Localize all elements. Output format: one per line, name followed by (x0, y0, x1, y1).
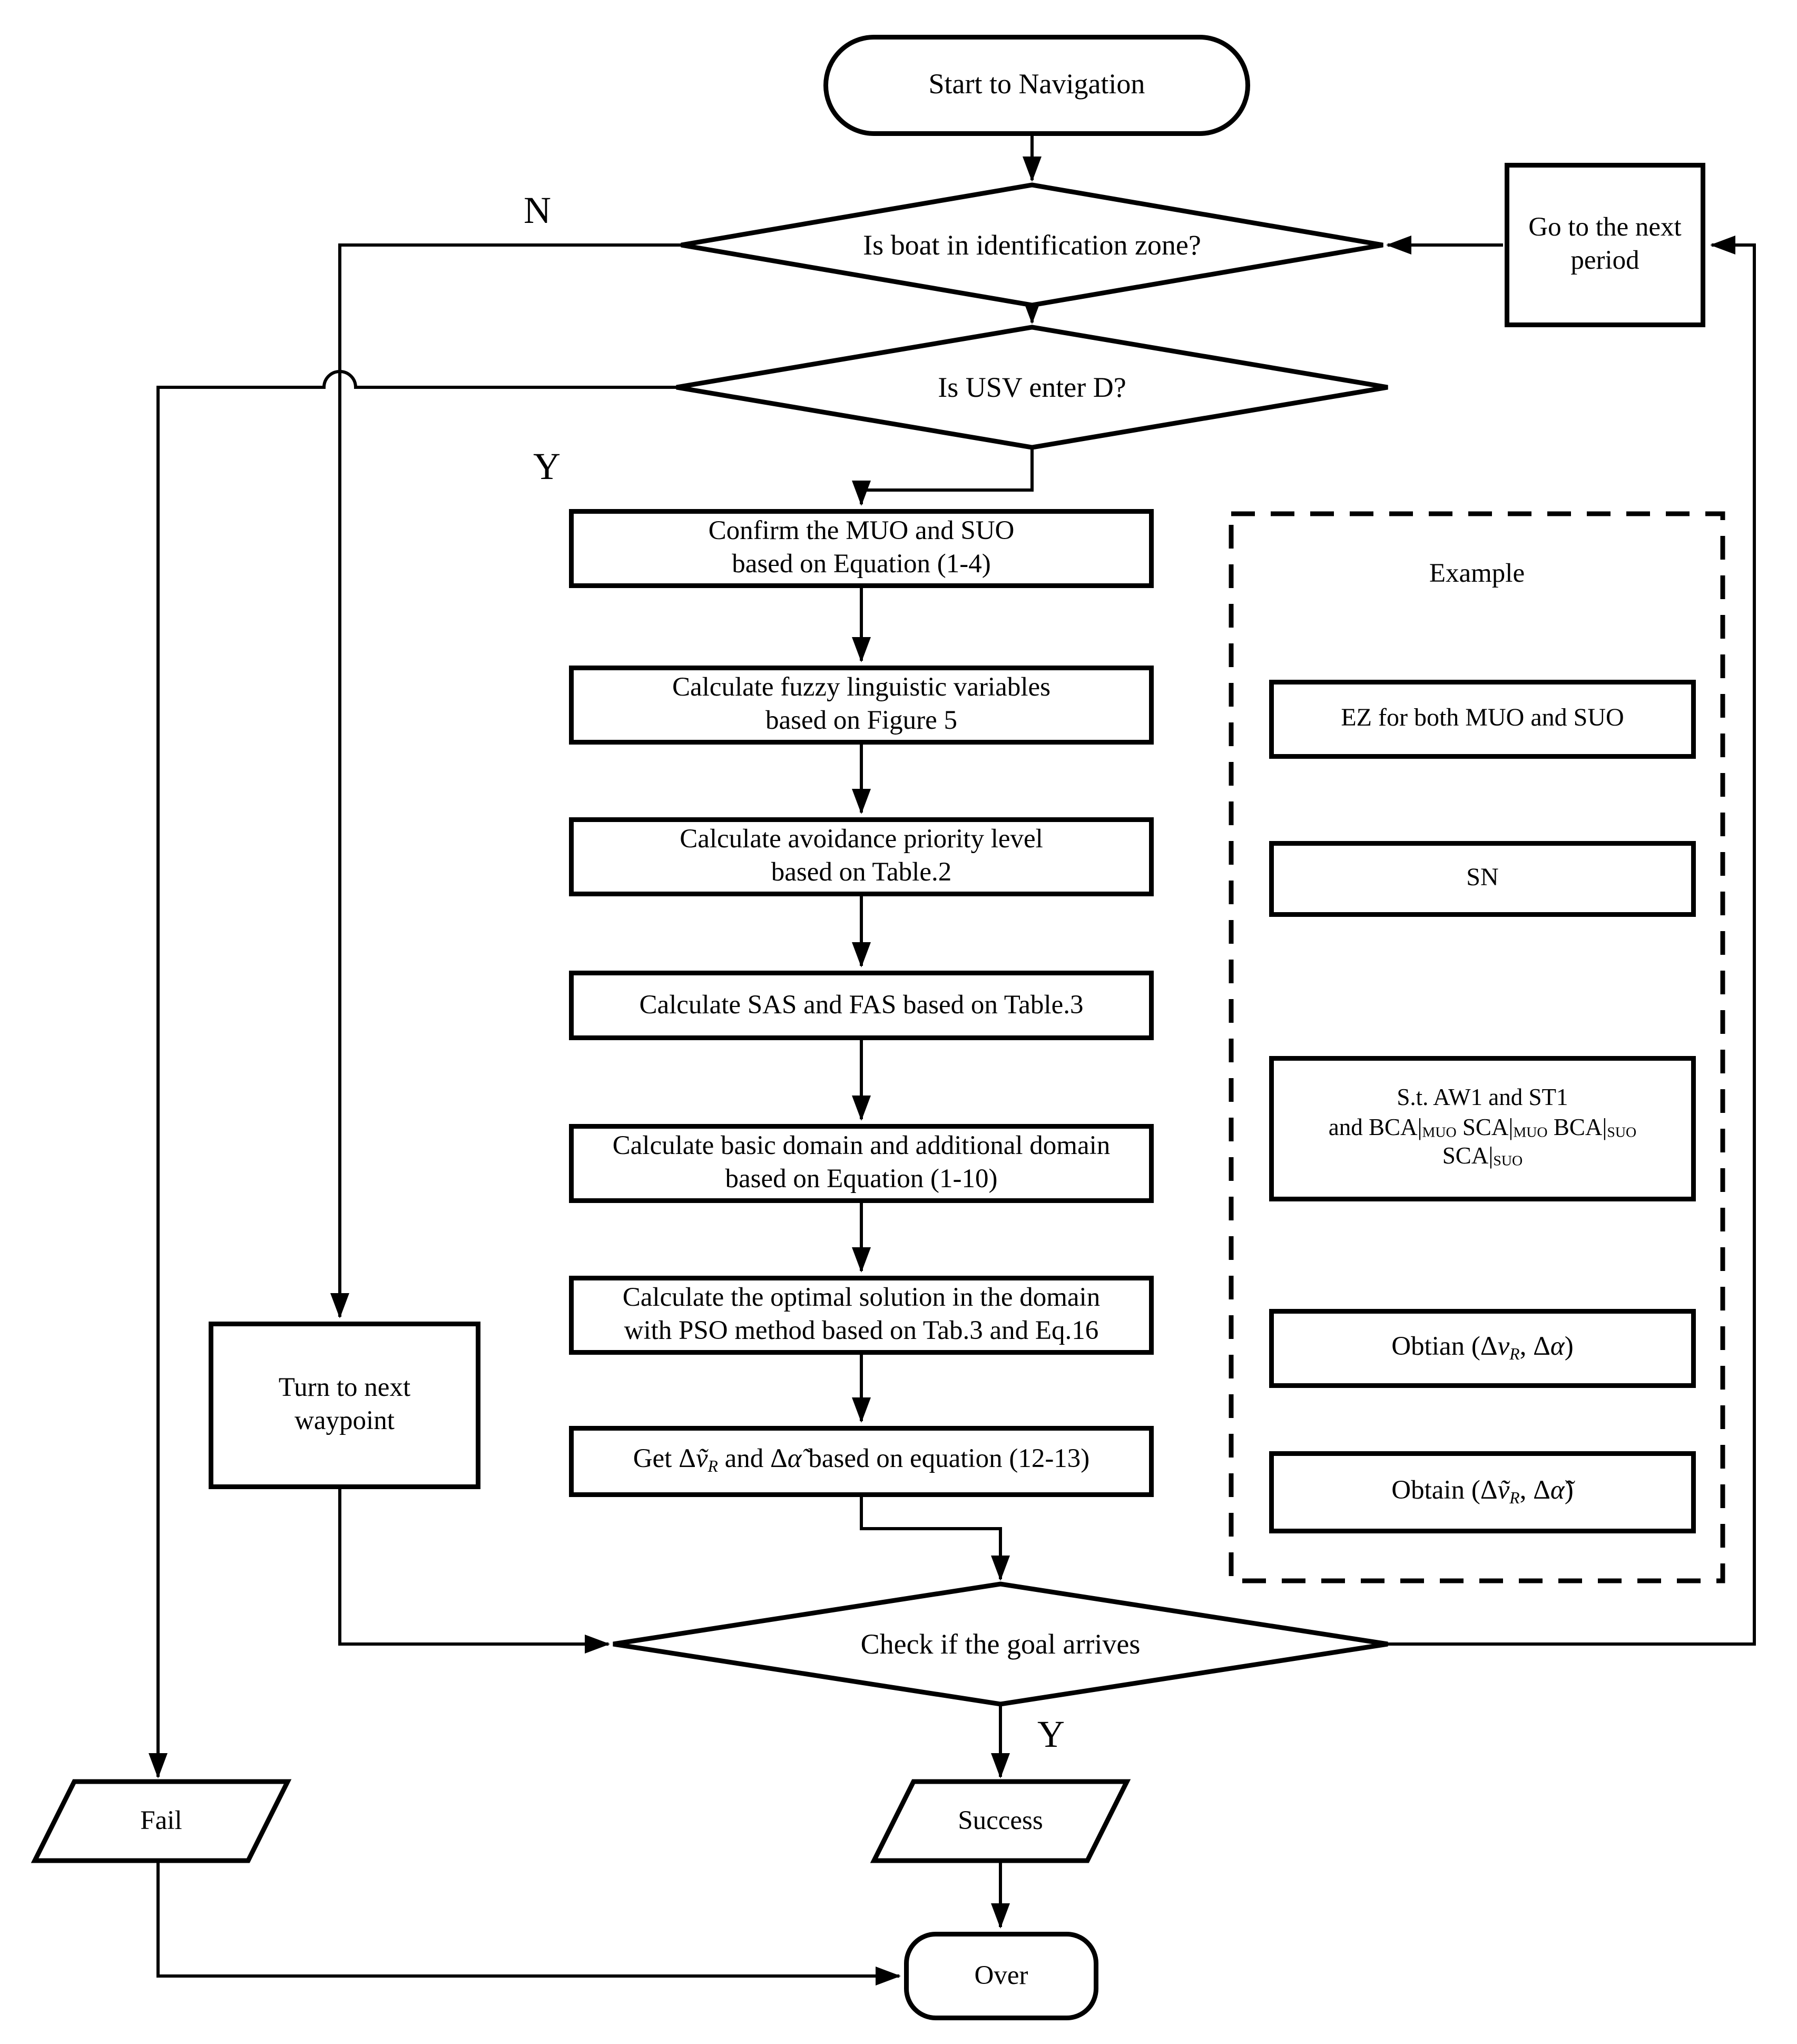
decision-identification-zone-shape (681, 182, 1383, 308)
decision-identification-zone-label: Is boat in identification zone? (863, 228, 1201, 260)
success-label: Success (958, 1805, 1043, 1835)
math-v: v (1497, 1330, 1510, 1361)
edge-d2-y-to-b1 (852, 447, 1034, 506)
example-obtain-box: Obtain (ΔṽR, Δα̃) (1269, 1451, 1696, 1533)
edge-fail-to-over (156, 1861, 901, 1986)
process-confirm-muo-suo: Confirm the MUO and SUO based on Equatio… (569, 509, 1154, 588)
edge-b7-to-check (860, 1497, 1010, 1581)
goto-next-period-box: Go to the next period (1505, 163, 1705, 327)
edge-d2-n-to-fail (149, 370, 676, 1778)
sub-muo: MUO (1422, 1125, 1457, 1141)
sub-muo: MUO (1513, 1125, 1548, 1141)
over-node: Over (904, 1932, 1098, 2020)
edge-check-to-goto-loop (1388, 236, 1756, 1646)
example-dashed-frame (1229, 511, 1725, 1583)
math-alpha-tilde: α̃ (787, 1443, 802, 1474)
sub-suo: SUO (1607, 1125, 1637, 1141)
decision-goal-arrives-label: Check if the goal arrives (860, 1627, 1141, 1659)
example-obtian-box: Obtian (ΔvR, Δα) (1269, 1309, 1696, 1388)
process-turn-next-waypoint: Turn to next waypoint (209, 1322, 480, 1489)
math-v-tilde: ṽ (1497, 1474, 1510, 1504)
branch-label-y-usv: Y (533, 446, 561, 488)
math-alpha-tilde: α̃ (1550, 1474, 1565, 1504)
process-fuzzy-linguistic: Calculate fuzzy linguistic variables bas… (569, 666, 1154, 745)
math-sub-r: R (1509, 1346, 1520, 1364)
success-parallelogram (870, 1779, 1131, 1863)
start-label: Start to Navigation (928, 68, 1145, 100)
sub-suo: SUO (1493, 1154, 1523, 1170)
math-sub-r: R (708, 1459, 718, 1477)
math-v-tilde: ṽ (695, 1443, 708, 1474)
start-node: Start to Navigation (823, 35, 1250, 136)
branch-label-y-goal: Y (1037, 1714, 1065, 1756)
process-sas-fas: Calculate SAS and FAS based on Table.3 (569, 971, 1154, 1040)
math-sub-r: R (1509, 1490, 1520, 1508)
example-st-box: S.t. AW1 and ST1 and BCA|MUO SCA|MUO BCA… (1269, 1056, 1696, 1201)
process-pso-optimal: Calculate the optimal solution in the do… (569, 1276, 1154, 1355)
fail-label: Fail (140, 1805, 182, 1835)
decision-goal-arrives-shape (613, 1581, 1388, 1707)
process-basic-additional-domain: Calculate basic domain and additional do… (569, 1124, 1154, 1203)
example-sn-box: SN (1269, 841, 1696, 917)
fail-parallelogram (31, 1779, 292, 1863)
decision-usv-enter-d-shape (676, 325, 1388, 450)
edge-turn-to-check (338, 1489, 610, 1654)
edge-d1-n-to-turn (330, 243, 681, 1318)
math-alpha: α (1550, 1330, 1565, 1361)
example-title: Example (1429, 558, 1525, 588)
process-avoidance-priority: Calculate avoidance priority level based… (569, 817, 1154, 896)
decision-usv-enter-d-label: Is USV enter D? (938, 370, 1126, 403)
example-ez-box: EZ for both MUO and SUO (1269, 680, 1696, 759)
branch-label-n: N (523, 190, 552, 232)
process-get-dv-dalpha: Get ΔṽR and Δα̃ based on equation (12-13… (569, 1426, 1154, 1497)
